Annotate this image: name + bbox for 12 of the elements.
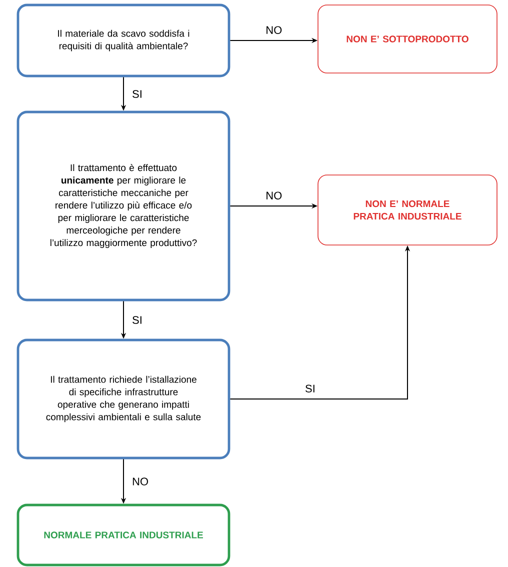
question-box: Il materiale da scavo soddisfa i requisiti di qualità ambientale? — [16, 4, 230, 78]
edge-label: SI — [306, 384, 314, 392]
outcome-box: NON E’ NORMALE PRATICA INDUSTRIALE — [318, 174, 498, 246]
edge-label: NO — [132, 478, 148, 486]
outcome-box: NON E’ SOTTOPRODOTTO — [318, 4, 498, 74]
question-box: Il trattamento richiede l’istallazione di specifiche infrastrutture operative che generano impatti complessivi ambientali e sulla salute — [16, 338, 230, 460]
question-box: Il trattamento è effettuato unicamente per migliorare le caratteristiche meccaniche per rendere l’utilizzo più efficace e/o per migliorare le caratteristiche merceologiche per rendere l’utilizzo maggiormente produttivo? — [16, 110, 230, 302]
edge-label: NO — [266, 26, 282, 34]
outcome-box: NORMALE PRATICA INDUSTRIALE — [16, 504, 230, 566]
edge-label: NO — [266, 192, 282, 200]
edge-label: SI — [132, 90, 142, 98]
edge-label: SI — [132, 316, 142, 324]
